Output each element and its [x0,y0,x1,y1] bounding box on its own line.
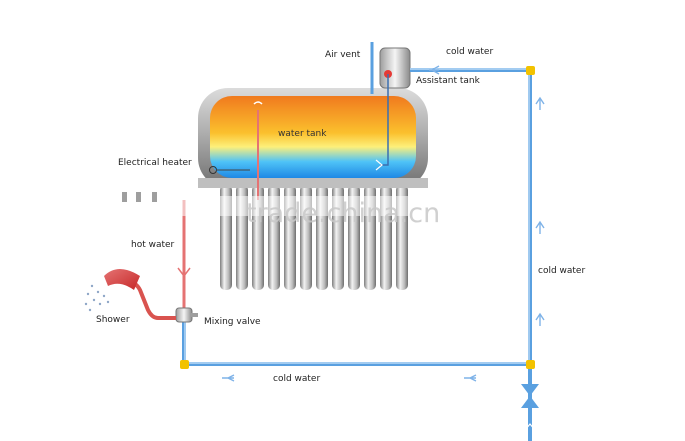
flow-arrow-left-icon [429,65,440,75]
label-hot-water: hot water [131,240,175,250]
spray-drop [102,294,106,298]
mixing-valve [175,307,198,323]
hot-outlet-arrow-icon [253,101,263,105]
header-stubs [122,192,157,202]
label-electrical-heater: Electrical heater [118,158,192,168]
flow-arrow-up-icon [535,96,545,110]
tank-water-gradient [210,96,416,178]
flow-arrow-left-icon [464,374,477,382]
spray-drop [90,284,94,288]
water-tank [198,88,428,188]
flow-arrow-up-icon [535,220,545,234]
flow-arrow-up-icon [535,312,545,326]
flow-arrow-left-icon [222,374,235,382]
pipe-junctions [180,66,535,369]
junction-top-right [526,66,535,75]
assistant-tank-body [379,47,411,89]
watermark: trade.china.cn [246,198,440,229]
label-water-tank: water tank [278,129,327,139]
cold-flow-arrows [222,65,545,382]
supply-flow-arrow-icon [524,423,536,431]
label-cold-water-top: cold water [446,47,493,57]
shower-hose [127,280,176,320]
label-cold-water-bottom: cold water [273,374,320,384]
spray-drop [106,300,110,304]
tank-bottom-band [198,178,428,188]
label-shower: Shower [96,315,130,325]
watermark-band [110,196,440,216]
shower-spray-icon [84,284,110,312]
junction-bottom-left [180,360,189,369]
spray-drop [84,302,88,306]
mixing-valve-body [175,307,193,323]
inner-flow-arrow-icon [375,159,383,171]
label-assistant-tank: Assistant tank [416,76,481,86]
hot-flow-arrow-icon [177,267,191,278]
spray-drop [88,308,92,312]
label-air-vent: Air vent [325,50,361,60]
spray-drop [92,298,96,302]
junction-bottom-right [526,360,535,369]
spray-drop [98,302,102,306]
assistant-tank [379,47,411,89]
spray-drop [96,290,100,294]
spray-drop [86,292,90,296]
mixing-valve-handle-icon [190,313,198,317]
label-cold-water-right: cold water [538,266,585,276]
label-mixing-valve: Mixing valve [204,317,261,327]
shower-head-icon [104,269,140,290]
